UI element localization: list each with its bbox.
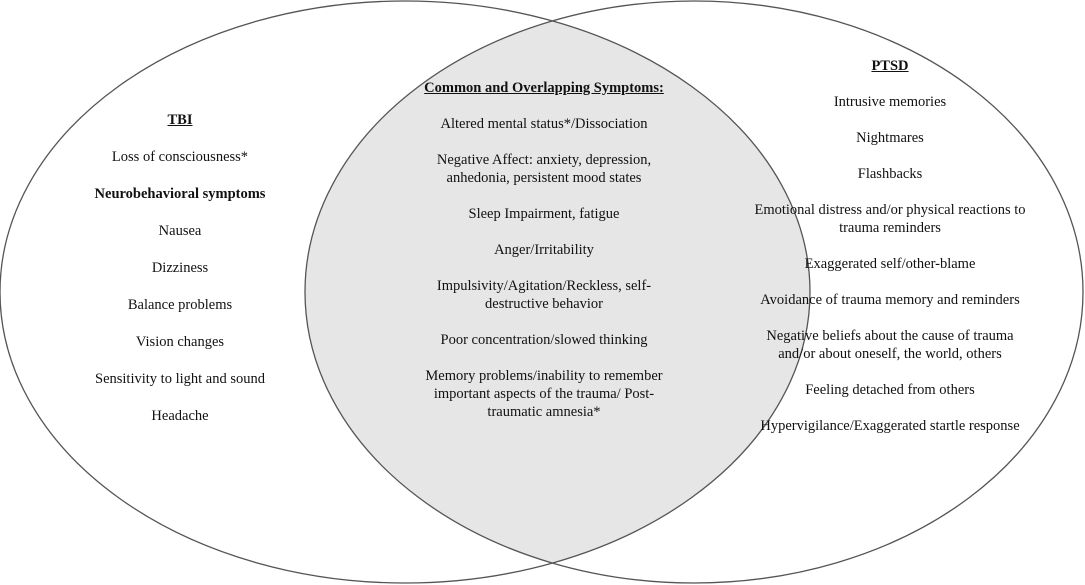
common-item: Poor concentration/slowed thinking (440, 332, 648, 348)
common-symptom-list: Altered mental status*/Dissociation Nega… (413, 115, 675, 421)
tbi-column: TBI Loss of consciousness* Neurobehavior… (60, 111, 300, 444)
tbi-item: Dizziness (151, 260, 209, 276)
common-item: Sleep Impairment, fatigue (468, 206, 620, 222)
tbi-item: Neurobehavioral symptoms (94, 186, 266, 202)
common-item: Anger/Irritability (494, 242, 594, 258)
ptsd-item: Intrusive memories (833, 94, 947, 110)
common-column: Common and Overlapping Symptoms: Altered… (413, 80, 675, 439)
tbi-symptom-list: Loss of consciousness* Neurobehavioral s… (60, 148, 300, 425)
ptsd-item: Nightmares (856, 130, 924, 146)
common-item: Memory problems/inability to remember im… (425, 368, 663, 420)
common-item: Altered mental status*/Dissociation (440, 116, 648, 132)
ptsd-circle (304, 0, 1084, 584)
ptsd-item: Avoidance of trauma memory and reminders (760, 292, 1020, 308)
common-heading: Common and Overlapping Symptoms: (424, 80, 664, 96)
tbi-item: Headache (151, 408, 209, 424)
tbi-circle (0, 0, 811, 584)
ptsd-item: Flashbacks (857, 166, 923, 182)
tbi-item: Balance problems (127, 297, 233, 313)
ptsd-item: Hypervigilance/Exaggerated startle respo… (760, 418, 1020, 434)
tbi-item: Nausea (158, 223, 202, 239)
ptsd-symptom-list: Intrusive memories Nightmares Flashbacks… (752, 93, 1028, 435)
ptsd-item: Negative beliefs about the cause of trau… (766, 328, 1014, 362)
ptsd-heading: PTSD (871, 58, 909, 74)
overlap-region (305, 1, 810, 583)
tbi-item: Sensitivity to light and sound (95, 371, 265, 387)
tbi-item: Loss of consciousness* (111, 149, 249, 165)
ptsd-item: Emotional distress and/or physical react… (754, 202, 1026, 236)
common-item: Impulsivity/Agitation/Reckless, self-des… (436, 278, 652, 312)
ptsd-item: Exaggerated self/other-blame (804, 256, 976, 272)
tbi-heading: TBI (167, 112, 193, 128)
common-item: Negative Affect: anxiety, depression, an… (436, 152, 652, 186)
ptsd-item: Feeling detached from others (805, 382, 975, 398)
ptsd-column: PTSD Intrusive memories Nightmares Flash… (752, 57, 1028, 453)
tbi-item: Vision changes (135, 334, 225, 350)
